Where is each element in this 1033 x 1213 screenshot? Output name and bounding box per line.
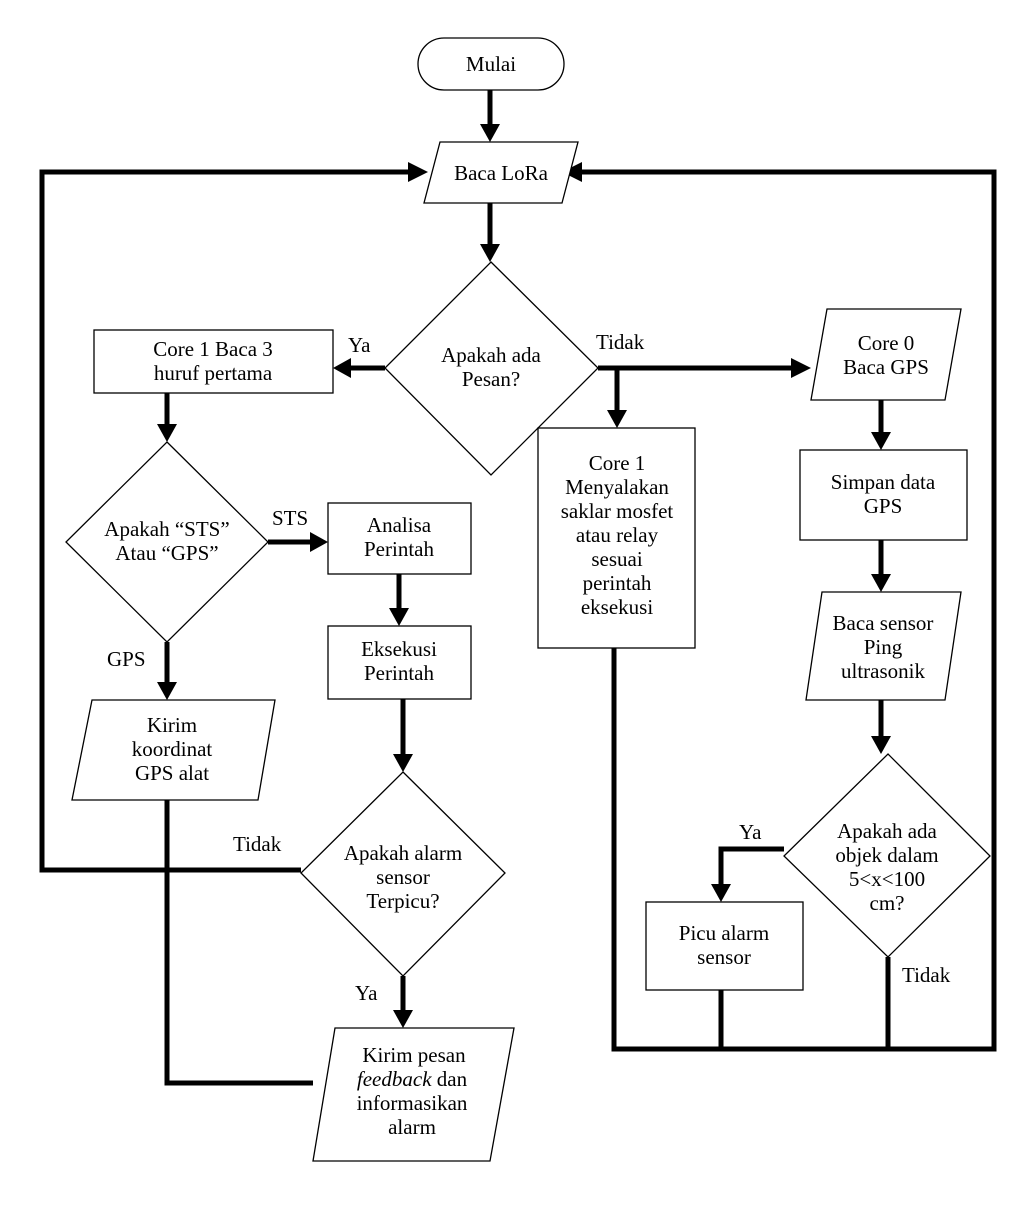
execute-label-1: Eksekusi [361, 637, 437, 661]
edge-send-coords-to-feedback [164, 800, 313, 1086]
arrowhead [871, 574, 891, 592]
arrowhead [871, 736, 891, 754]
core1-switch-label-6: perintah [583, 571, 652, 595]
arrowhead [310, 532, 328, 552]
object-yes-label: Ya [739, 820, 762, 844]
core1-switch-label-5: sesuai [591, 547, 642, 571]
feedback-rest: dan [432, 1067, 468, 1091]
edge-alarm-no-loop [39, 169, 412, 873]
object-check-label-3: 5<x<100 [849, 867, 925, 891]
arrowhead [562, 162, 582, 182]
read-ping-label-2: Ping [864, 635, 903, 659]
sts-gps-label-1: Apakah “STS” [104, 517, 229, 541]
start-terminal [417, 37, 565, 91]
send-coords-label-3: GPS alat [135, 761, 209, 785]
feedback-label-2: feedback dan [357, 1067, 468, 1091]
alarm-decision [300, 771, 506, 977]
read-lora-parallelogram [423, 141, 579, 204]
object-no-label: Tidak [902, 963, 951, 987]
execute-label-2: Perintah [364, 661, 434, 685]
arrowhead [393, 1010, 413, 1028]
alarm-label-3: Terpicu? [366, 889, 439, 913]
core1-switch-label-7: eksekusi [581, 595, 653, 619]
object-check-decision [783, 753, 991, 958]
save-gps-label-1: Simpan data [831, 470, 936, 494]
send-coords-label-2: koordinat [132, 737, 213, 761]
sts-label: STS [272, 506, 308, 530]
sts-gps-decision [65, 441, 269, 643]
core1-switch-label-4: atau relay [576, 523, 659, 547]
arrowhead [408, 162, 428, 182]
feedback-label-3: informasikan [357, 1091, 468, 1115]
core1-read-box [93, 329, 334, 394]
core1-read-label-1: Core 1 Baca 3 [153, 337, 273, 361]
alarm-label-1: Apakah alarm [344, 841, 462, 865]
arrowhead [333, 358, 351, 378]
feedback-label-1: Kirim pesan [362, 1043, 466, 1067]
has-message-label-1: Apakah ada [441, 343, 541, 367]
object-check-label-4: cm? [870, 891, 905, 915]
gps-label: GPS [107, 647, 146, 671]
shapes [65, 37, 991, 1162]
read-ping-label-1: Baca sensor [833, 611, 934, 635]
analyze-box [327, 502, 472, 575]
analyze-label-2: Perintah [364, 537, 434, 561]
node-labels: Mulai Baca LoRa Apakah ada Pesan? Core 1… [104, 52, 938, 1139]
alarm-label-2: sensor [376, 865, 430, 889]
object-check-label-1: Apakah ada [837, 819, 937, 843]
edge-right-return-loop [578, 169, 997, 1052]
core1-read-label-2: huruf pertama [154, 361, 273, 385]
alarm-no-label: Tidak [233, 832, 282, 856]
has-message-no-label: Tidak [596, 330, 645, 354]
start-label: Mulai [466, 52, 516, 76]
analyze-label-1: Analisa [367, 513, 432, 537]
sts-gps-label-2: Atau “GPS” [115, 541, 218, 565]
connectors [39, 90, 997, 1086]
arrowhead [791, 358, 811, 378]
feedback-parallelogram [312, 1027, 515, 1162]
read-ping-label-3: ultrasonik [841, 659, 925, 683]
has-message-decision [384, 261, 599, 476]
arrowhead [157, 682, 177, 700]
arrowhead [157, 424, 177, 442]
arrowhead [871, 432, 891, 450]
core0-gps-parallelogram [810, 308, 962, 401]
alarm-yes-label: Ya [355, 981, 378, 1005]
edge-labels: Ya Tidak STS GPS Tidak Ya Ya Tidak [107, 330, 951, 1005]
has-message-yes-label: Ya [348, 333, 371, 357]
has-message-label-2: Pesan? [462, 367, 520, 391]
arrowhead [393, 754, 413, 772]
core0-gps-label-2: Baca GPS [843, 355, 929, 379]
send-coords-label-1: Kirim [147, 713, 197, 737]
object-check-label-2: objek dalam [835, 843, 938, 867]
send-coords-parallelogram [71, 699, 276, 801]
arrowhead [480, 124, 500, 142]
feedback-label-4: alarm [388, 1115, 436, 1139]
arrowhead [607, 410, 627, 428]
core1-switch-label-1: Core 1 [589, 451, 646, 475]
core1-switch-label-3: saklar mosfet [561, 499, 674, 523]
core0-gps-label-1: Core 0 [858, 331, 915, 355]
save-gps-box [799, 449, 968, 541]
trigger-alarm-box [645, 901, 804, 991]
read-lora-label: Baca LoRa [454, 161, 549, 185]
trigger-alarm-label-1: Picu alarm [679, 921, 769, 945]
execute-box [327, 625, 472, 700]
core1-switch-label-2: Menyalakan [565, 475, 669, 499]
feedback-italic: feedback [357, 1067, 432, 1091]
core1-switch-box [537, 427, 696, 649]
arrowhead [480, 244, 500, 262]
arrowhead [711, 884, 731, 902]
trigger-alarm-label-2: sensor [697, 945, 751, 969]
arrowhead [389, 608, 409, 626]
read-ping-parallelogram [805, 591, 962, 701]
edge-object-yes-to-trigger [718, 846, 784, 888]
save-gps-label-2: GPS [864, 494, 903, 518]
